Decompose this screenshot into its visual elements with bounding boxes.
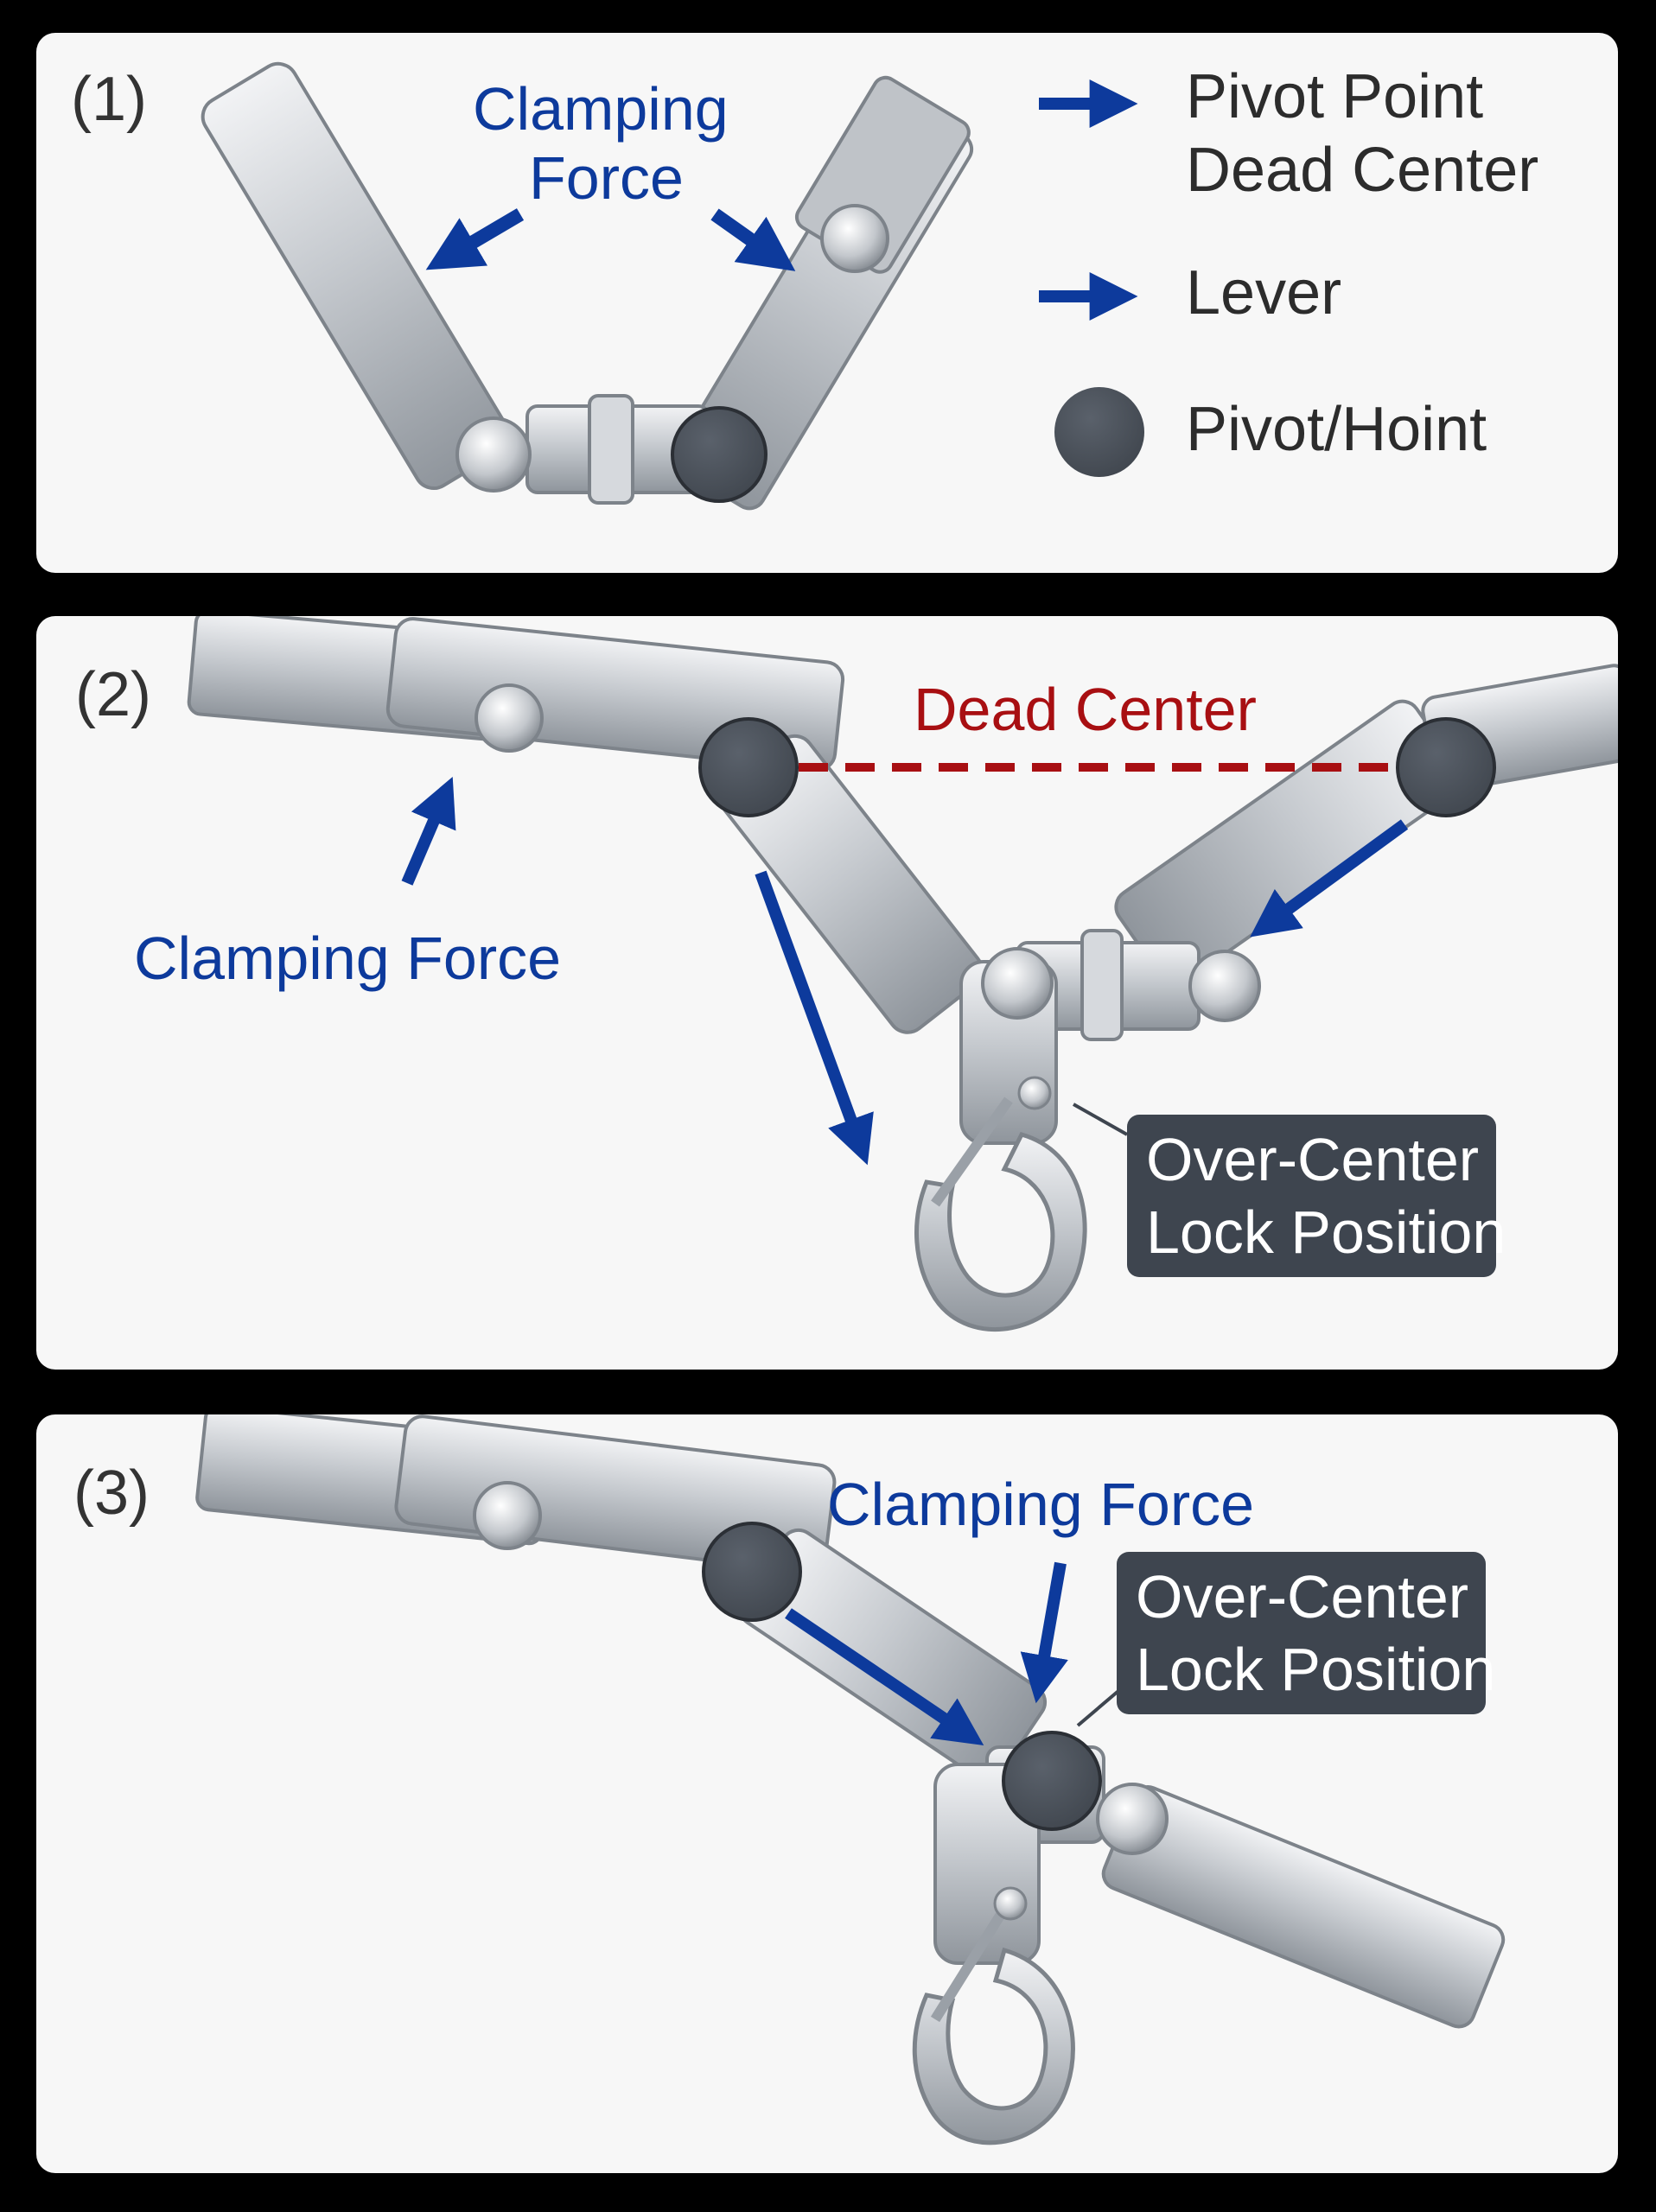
legend-pivot-point-line2: Dead Center: [1186, 136, 1539, 205]
rivet: [1188, 950, 1261, 1022]
pivot-joint-pin: [1002, 1731, 1102, 1831]
dead-center-label: Dead Center: [914, 676, 1257, 743]
lock-label-line2: Lock Position: [1146, 1198, 1506, 1266]
step-number: (2): [75, 660, 151, 729]
legend-pivot-point-line1: Pivot Point: [1186, 62, 1484, 131]
clamping-force-label: Clamping Force: [827, 1471, 1255, 1538]
lock-label-line1: Over-Center: [1146, 1126, 1480, 1193]
rivet: [1096, 1783, 1169, 1855]
rivet: [981, 947, 1054, 1020]
rivet: [473, 1481, 542, 1550]
rivet: [455, 416, 532, 493]
legend-pivot-joint: Pivot/Hoint: [1186, 395, 1487, 464]
pivot-joint-pin: [702, 1522, 802, 1622]
over-center-lock-label: Over-Center Lock Position: [1127, 1115, 1506, 1277]
motion-arrow-down: [755, 870, 874, 1166]
center-hinge: [525, 394, 710, 505]
over-center-lock-label: Over-Center Lock Position: [1117, 1552, 1496, 1714]
lock-label-line1: Over-Center: [1136, 1563, 1469, 1630]
clamping-force-arrow-left: [425, 208, 525, 270]
panel-dead-center: (2) Dead Center Clamping Force Over-Cent…: [36, 616, 1618, 1370]
step-number: (3): [73, 1459, 150, 1528]
rivet: [820, 204, 889, 273]
callout-line: [1076, 1689, 1120, 1727]
step-number: (1): [71, 65, 147, 134]
legend-pivot-dot-icon: [1054, 387, 1144, 477]
motion-arrow-right-link: [1250, 819, 1409, 938]
clamping-force-arrow: [1020, 1561, 1068, 1704]
panel-over-center-lock: (3) Clamping Force Over-Center Lock Posi…: [36, 1414, 1618, 2173]
rivet: [475, 683, 544, 753]
clamping-force-label-line2: Force: [529, 144, 684, 212]
pivot-joint-pin: [671, 406, 767, 503]
clamping-force-arrow: [401, 776, 456, 886]
lock-label-line2: Lock Position: [1136, 1636, 1496, 1703]
legend-lever: Lever: [1186, 258, 1342, 327]
clamping-force-arrow-right: [710, 208, 796, 271]
clamping-force-label-line1: Clamping: [473, 75, 729, 143]
pivot-joint-pin: [1396, 717, 1496, 817]
clamping-force-label: Clamping Force: [134, 925, 562, 992]
panel-open-position: (1) Clamping Force Pivot Point Dead Cent…: [36, 33, 1618, 573]
pivot-joint-pin: [698, 717, 799, 817]
toggle-clamp-locked-illustration: [195, 1414, 1506, 2145]
toggle-clamp-open-illustration: [201, 61, 1144, 511]
toggle-clamp-dead-center-illustration: [187, 616, 1618, 1332]
motion-arrow: [785, 1608, 984, 1745]
callout-line: [1073, 1103, 1128, 1136]
